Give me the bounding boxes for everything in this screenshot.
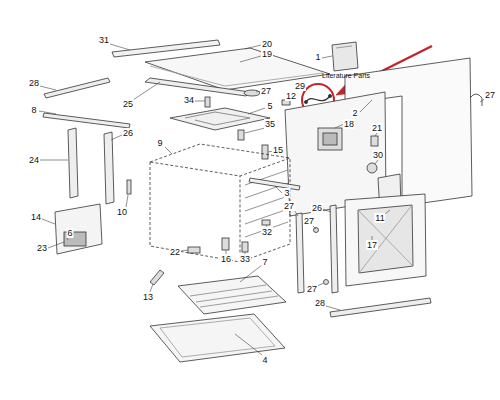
callout-number: 20 [261,39,273,49]
section-label: Literature Parts [321,72,371,80]
callout-number: 1 [314,52,321,62]
callout-number: 23 [36,243,48,253]
callout-number: 26 [122,128,134,138]
callout-number: 26 [311,203,323,213]
callout-number: 27 [283,201,295,211]
callout-number: 7 [261,257,268,267]
callout-number: 27 [260,86,272,96]
callout-number: 24 [28,155,40,165]
callout-number: 27 [484,90,496,100]
callout-number: 25 [122,99,134,109]
callout-number: 29 [294,81,306,91]
callout-number: 11 [374,213,385,223]
callout-number: 21 [371,123,383,133]
callout-number: 10 [116,207,128,217]
callout-number: 31 [98,35,110,45]
callout-number: 30 [372,150,384,160]
callout-number: 17 [366,240,378,250]
callout-number: 16 [220,254,232,264]
callout-number: 13 [142,292,154,302]
callout-number: 3 [283,188,290,198]
callout-number: 19 [261,49,273,59]
callout-number: 34 [183,95,195,105]
callout-number: 4 [261,355,268,365]
callout-number: 9 [156,138,163,148]
callout-number: 27 [306,284,318,294]
callout-number: 18 [343,119,355,129]
callout-number: 2 [351,108,358,118]
callout-number: 14 [30,212,42,222]
callout-number: 6 [66,228,73,238]
callout-number: 35 [264,119,276,129]
callout-number: 28 [314,298,326,308]
callout-number: 33 [239,254,251,264]
callout-number: 15 [272,145,284,155]
callout-number: 27 [303,216,315,226]
callout-number: 8 [30,105,37,115]
callout-number: 12 [285,91,297,101]
callout-number: 28 [28,78,40,88]
callout-number: 5 [266,101,273,111]
callout-number: 32 [261,227,273,237]
callout-number: 22 [169,247,181,257]
